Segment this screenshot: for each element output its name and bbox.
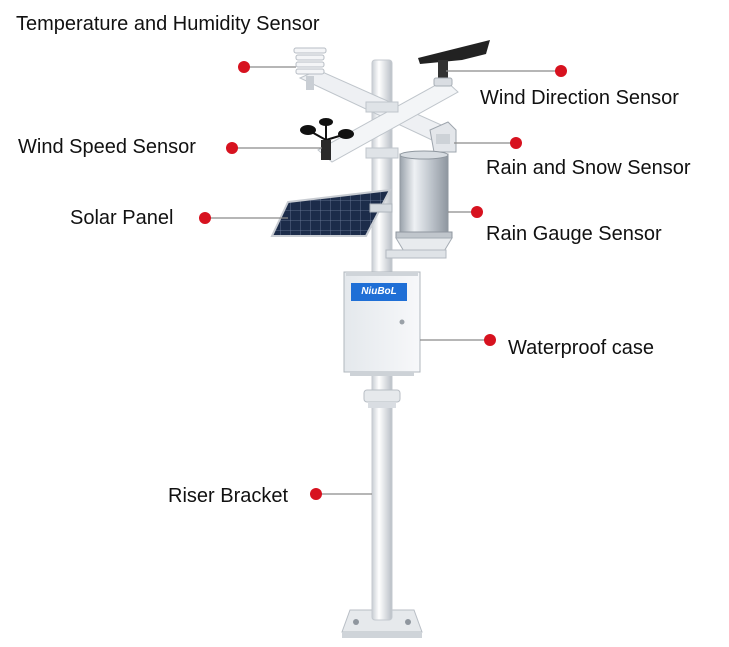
solar-panel-module bbox=[270, 188, 393, 237]
dot-solar-panel bbox=[199, 212, 211, 224]
label-riser-bracket: Riser Bracket bbox=[168, 485, 289, 507]
dot-temperature-humidity bbox=[238, 61, 250, 73]
dot-riser-bracket bbox=[310, 488, 322, 500]
rain-gauge-cylinder bbox=[385, 150, 453, 259]
dot-rain-gauge bbox=[471, 206, 483, 218]
dot-wind-speed bbox=[226, 142, 238, 154]
callout-dots bbox=[199, 61, 567, 500]
temperature-humidity-shield bbox=[293, 47, 327, 90]
label-rain-gauge: Rain Gauge Sensor bbox=[486, 223, 662, 245]
wind-direction-vane bbox=[418, 40, 490, 87]
label-waterproof-case: Waterproof case bbox=[508, 337, 654, 359]
rain-snow-sensor bbox=[429, 121, 457, 153]
label-wind-direction: Wind Direction Sensor bbox=[480, 87, 679, 109]
base-plate bbox=[341, 609, 423, 638]
callout-lines bbox=[205, 66, 561, 495]
dot-waterproof-case bbox=[484, 334, 496, 346]
label-wind-speed: Wind Speed Sensor bbox=[18, 136, 196, 158]
label-solar-panel: Solar Panel bbox=[70, 207, 174, 229]
label-temperature-humidity: Temperature and Humidity Sensor bbox=[16, 13, 320, 35]
label-rain-snow: Rain and Snow Sensor bbox=[486, 157, 691, 179]
wind-speed-cups bbox=[300, 118, 354, 160]
dot-wind-direction bbox=[555, 65, 567, 77]
brand-logo: NiuBoL bbox=[351, 283, 407, 301]
dot-rain-snow bbox=[510, 137, 522, 149]
